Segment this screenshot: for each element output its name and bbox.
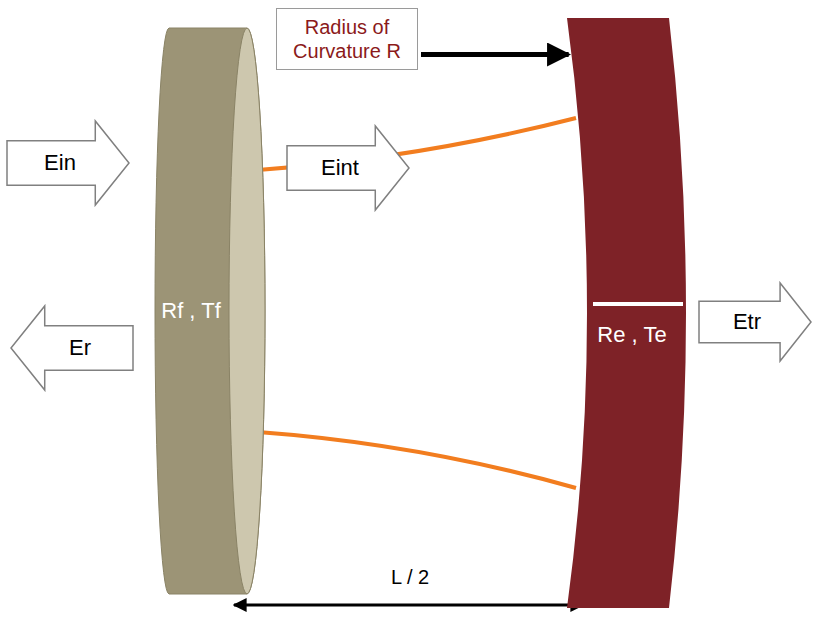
field-label: Etr bbox=[733, 309, 761, 335]
field-arrow: Etr bbox=[698, 282, 812, 362]
mirror-body bbox=[567, 18, 686, 608]
field-label: Ein bbox=[44, 150, 76, 176]
dimension-label: L / 2 bbox=[391, 566, 429, 589]
field-arrow: Eint bbox=[286, 125, 410, 211]
block-arrow bbox=[11, 306, 133, 390]
callout-arrow bbox=[421, 52, 569, 57]
mirror-label: Rf , Tf bbox=[161, 298, 221, 324]
field-label: Eint bbox=[321, 155, 359, 181]
field-label: Er bbox=[69, 335, 91, 361]
mirror-body bbox=[155, 28, 265, 594]
callout-box: Radius of Curvature R bbox=[276, 8, 418, 70]
mirror-label: Re , Te bbox=[597, 322, 666, 348]
beam-edge bbox=[258, 432, 576, 488]
block-arrow bbox=[699, 283, 811, 361]
block-arrow bbox=[7, 121, 129, 205]
dimension-arrow bbox=[234, 604, 583, 607]
callout-text: Radius of Curvature R bbox=[285, 15, 409, 63]
front-mirror: Rf , Tf bbox=[155, 28, 265, 594]
end-mirror-shape bbox=[563, 18, 693, 608]
field-arrow: Ein bbox=[6, 120, 130, 206]
mirror-face bbox=[229, 28, 265, 594]
end-mirror: Re , Te bbox=[563, 18, 693, 608]
coupling-slit bbox=[593, 302, 683, 306]
block-arrow bbox=[287, 126, 409, 210]
field-arrow: Er bbox=[10, 305, 134, 391]
